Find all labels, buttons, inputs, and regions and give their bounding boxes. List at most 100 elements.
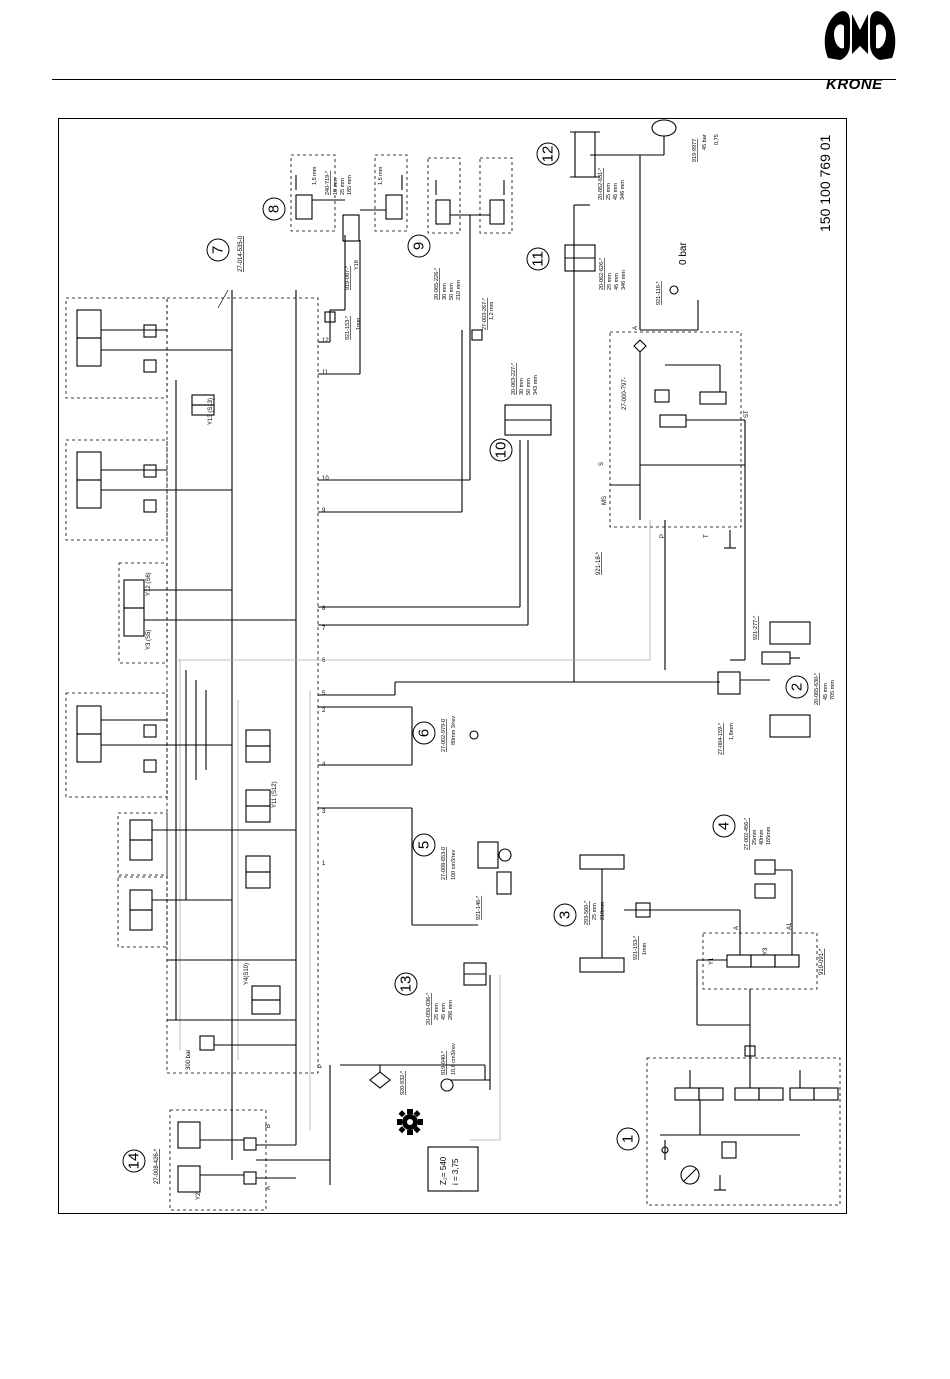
part-number: 921-153-* bbox=[633, 935, 639, 960]
port-label: 9 bbox=[322, 508, 326, 514]
valve-label: Y18 bbox=[354, 260, 360, 270]
gear-icon bbox=[397, 1109, 423, 1135]
spec: 1,5 mm bbox=[378, 166, 384, 185]
part-number: 240-719-* bbox=[325, 170, 331, 195]
port-label: 3 bbox=[322, 809, 326, 815]
part-number: 921-116-* bbox=[656, 280, 662, 305]
main-valve-block bbox=[166, 297, 319, 1074]
valve-label: 300 bar bbox=[186, 1050, 192, 1070]
port-label: 1 bbox=[322, 861, 326, 867]
spec: 705 mm bbox=[830, 680, 836, 700]
spec: 30 mm bbox=[442, 283, 448, 300]
valve-label: Y13 (S13) bbox=[208, 398, 214, 425]
valve-group-919091 bbox=[702, 932, 818, 990]
pressure-label: 0 bar bbox=[678, 242, 689, 265]
port-label: 8 bbox=[322, 606, 326, 612]
part-number: 27-008-653-0 bbox=[441, 847, 447, 880]
spec: 343 mm bbox=[533, 375, 539, 395]
spec: 50 mm bbox=[526, 378, 532, 395]
callout-number: 6 bbox=[416, 729, 433, 737]
port-label: 12 bbox=[322, 338, 329, 344]
part-number: 27-003-267-* bbox=[482, 297, 488, 330]
port-label: 6 bbox=[322, 658, 326, 664]
part-number: 921-277-* bbox=[753, 615, 759, 640]
part-number: 20-062-626-* bbox=[599, 257, 605, 290]
callout-number: 5 bbox=[416, 841, 433, 849]
spec: 346 mm bbox=[620, 180, 626, 200]
spec: 1mm bbox=[642, 942, 648, 955]
spec: 45 mm bbox=[613, 183, 619, 200]
valve-label: Y3 (S5) bbox=[146, 630, 152, 650]
drawing-number: 150 100 769 01 bbox=[817, 134, 833, 232]
spec: 25 mm bbox=[606, 183, 612, 200]
valve-label: Y11 (S12) bbox=[272, 781, 278, 808]
part-number: 919-040-* bbox=[441, 1050, 447, 1075]
part-number: 27-000-797- bbox=[622, 377, 628, 410]
schematic-frame bbox=[58, 118, 847, 1214]
gear-spec: Z₂= 540 bbox=[439, 1156, 448, 1185]
spec: 50 mm bbox=[449, 283, 455, 300]
callout-number: 13 bbox=[398, 976, 415, 993]
callout-number: 4 bbox=[716, 822, 733, 830]
spec: 45 mm bbox=[614, 273, 620, 290]
callout-number: 14 bbox=[126, 1153, 143, 1170]
port-label: 10 bbox=[322, 476, 329, 482]
spec: 80mm 3/rev bbox=[451, 716, 457, 745]
part-number: 919-9977 bbox=[692, 139, 698, 162]
part-number: 919-067-* bbox=[345, 265, 351, 290]
port-label: 11 bbox=[322, 370, 329, 376]
spec: 165mm bbox=[766, 826, 772, 845]
callout-number: 8 bbox=[266, 205, 283, 213]
spec: 40mm bbox=[759, 829, 765, 845]
valve-label: Y3 bbox=[763, 947, 769, 955]
valve-14 bbox=[169, 1109, 267, 1211]
port-label: ST bbox=[744, 410, 750, 418]
spec: 210mm bbox=[600, 901, 606, 920]
valve-label: Y1 bbox=[709, 957, 715, 965]
spec: 25 mm bbox=[340, 178, 346, 195]
part-number: 27-002-456-* bbox=[744, 817, 750, 850]
port-label: P bbox=[660, 534, 666, 538]
spec: 18 mm bbox=[333, 178, 339, 195]
callout-number: 3 bbox=[557, 911, 574, 919]
part-number: 27-004-159-* bbox=[718, 722, 724, 755]
port-label: A1 bbox=[787, 922, 793, 930]
part-number: 921-18-* bbox=[596, 551, 602, 575]
spec: 1mm bbox=[356, 317, 362, 330]
port-label: 7 bbox=[322, 626, 326, 632]
port-label: 2 bbox=[322, 708, 326, 714]
callout-number: 2 bbox=[789, 683, 806, 691]
spec: 25 mm bbox=[607, 273, 613, 290]
spec: 45 mm bbox=[441, 1003, 447, 1020]
callout-number: 7 bbox=[210, 246, 227, 254]
spec: 30 mm bbox=[519, 378, 525, 395]
callout-number: 1 bbox=[620, 1135, 637, 1143]
brand-name: KRONE bbox=[826, 76, 883, 93]
port-label: P bbox=[318, 1064, 324, 1068]
callout-number: 11 bbox=[530, 251, 547, 267]
spec: 10,6 cm3/rev bbox=[451, 1043, 457, 1075]
spec: 100 cm3/rev bbox=[451, 849, 457, 880]
valve-label: Y2 bbox=[196, 1192, 202, 1200]
callout-number: 9 bbox=[411, 242, 428, 250]
spec: 25mm bbox=[752, 829, 758, 845]
callout-number: 12 bbox=[540, 146, 557, 163]
part-number: 20-062-631-* bbox=[598, 167, 604, 200]
part-number: 27-002-979-0 bbox=[441, 719, 447, 752]
spec: 0,75 bbox=[714, 134, 720, 145]
port-label: B bbox=[266, 1124, 272, 1128]
spec: 25 mm bbox=[592, 903, 598, 920]
port-label: A bbox=[734, 926, 740, 930]
part-number: 20-065-226-* bbox=[434, 267, 440, 300]
spec: 1,5 mm bbox=[312, 166, 318, 185]
spec: 25 mm bbox=[434, 1003, 440, 1020]
port-label: T bbox=[704, 534, 710, 538]
gear-spec: i = 3,75 bbox=[451, 1158, 460, 1185]
spec: 210 mm bbox=[456, 280, 462, 300]
header-divider bbox=[52, 79, 896, 80]
spec: 45 mm bbox=[823, 683, 829, 700]
valve-label: Y4(S10) bbox=[244, 963, 250, 985]
control-unit bbox=[609, 331, 742, 528]
port-label: A bbox=[266, 1186, 272, 1190]
